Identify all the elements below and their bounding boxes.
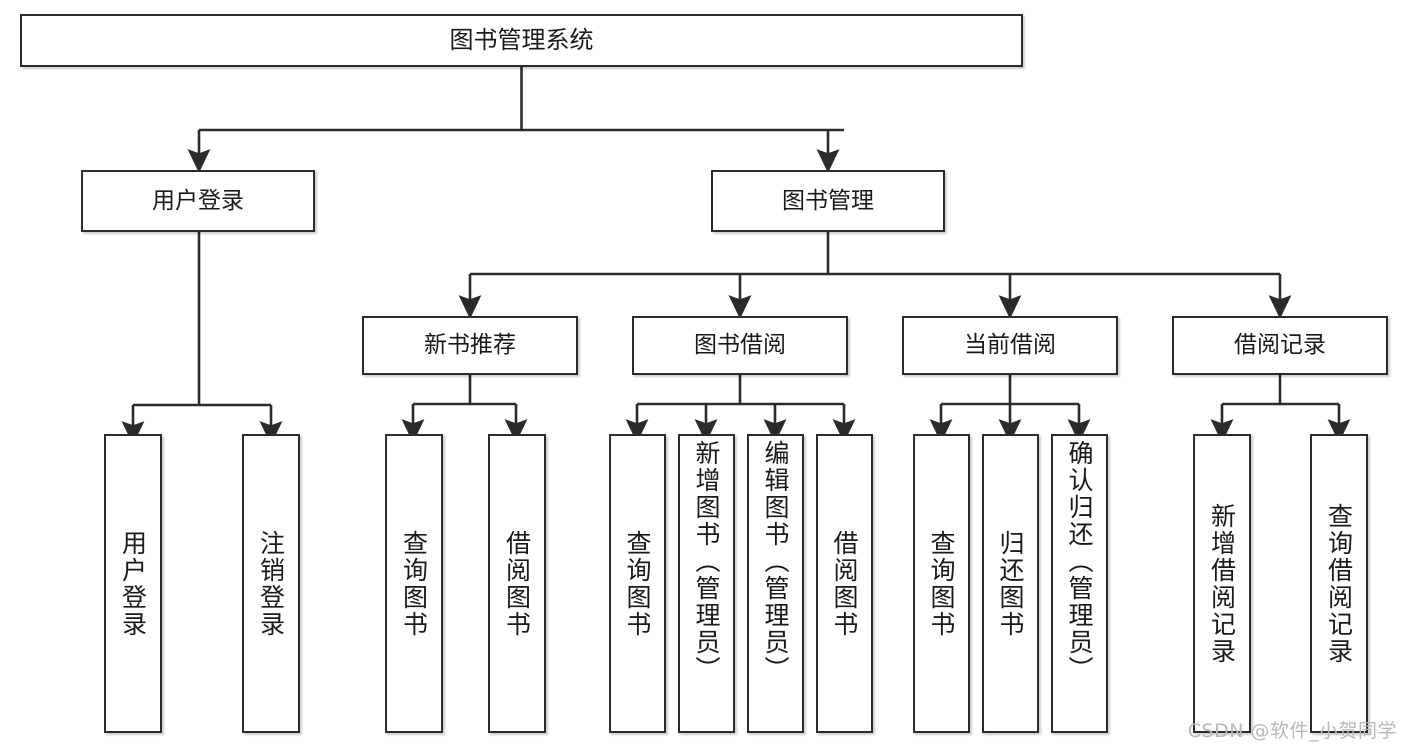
- node-label: 图书管理: [782, 187, 874, 214]
- node-new-book-recommend[interactable]: 新书推荐: [362, 316, 578, 375]
- leaf-node-borrow-book-2[interactable]: 借阅图书: [816, 434, 873, 733]
- leaf-node-borrow-book-1[interactable]: 借阅图书: [488, 434, 546, 733]
- node-label: 新增借阅记录: [1207, 502, 1237, 665]
- leaf-node-confirm-return-admin[interactable]: 确认归还（管理员）: [1051, 434, 1108, 733]
- node-label: 查询借阅记录: [1324, 502, 1354, 665]
- node-label: 编辑图书（管理员）: [761, 440, 790, 683]
- node-label: 当前借阅: [964, 332, 1056, 359]
- leaf-node-query-book-2[interactable]: 查询图书: [609, 434, 666, 733]
- node-book-borrow[interactable]: 图书借阅: [632, 316, 848, 375]
- leaf-node-query-book-1[interactable]: 查询图书: [385, 434, 443, 733]
- node-label: 新书推荐: [424, 332, 516, 359]
- leaf-node-user-login[interactable]: 用户登录: [104, 434, 162, 733]
- node-root-book-management-system[interactable]: 图书管理系统: [20, 14, 1023, 67]
- node-label: 注销登录: [256, 529, 286, 638]
- node-borrow-record[interactable]: 借阅记录: [1172, 316, 1388, 375]
- node-book-management[interactable]: 图书管理: [711, 170, 945, 232]
- node-label: 图书管理系统: [449, 25, 594, 54]
- leaf-node-logout-login[interactable]: 注销登录: [242, 434, 300, 733]
- node-label: 用户登录: [152, 187, 244, 214]
- node-label: 用户登录: [118, 529, 148, 638]
- csdn-watermark: CSDN @软件_小贺同学: [1187, 720, 1397, 742]
- node-label: 图书借阅: [694, 332, 786, 359]
- node-current-borrow[interactable]: 当前借阅: [902, 316, 1118, 375]
- leaf-node-edit-book-admin[interactable]: 编辑图书（管理员）: [747, 434, 804, 733]
- node-label: 新增图书（管理员）: [692, 440, 721, 683]
- node-label: 借阅记录: [1234, 332, 1326, 359]
- leaf-node-return-book[interactable]: 归还图书: [982, 434, 1039, 733]
- node-label: 查询图书: [399, 529, 429, 638]
- node-label: 借阅图书: [830, 529, 859, 638]
- node-label: 归还图书: [996, 529, 1025, 638]
- node-label: 查询图书: [623, 529, 652, 638]
- leaf-node-query-borrow-record[interactable]: 查询借阅记录: [1310, 434, 1368, 733]
- node-label: 查询图书: [927, 529, 956, 638]
- node-label: 确认归还（管理员）: [1065, 440, 1094, 683]
- node-user-login[interactable]: 用户登录: [81, 170, 315, 232]
- leaf-node-add-borrow-record[interactable]: 新增借阅记录: [1193, 434, 1251, 733]
- leaf-node-query-book-3[interactable]: 查询图书: [913, 434, 970, 733]
- node-label: 借阅图书: [502, 529, 532, 638]
- leaf-node-add-book-admin[interactable]: 新增图书（管理员）: [678, 434, 735, 733]
